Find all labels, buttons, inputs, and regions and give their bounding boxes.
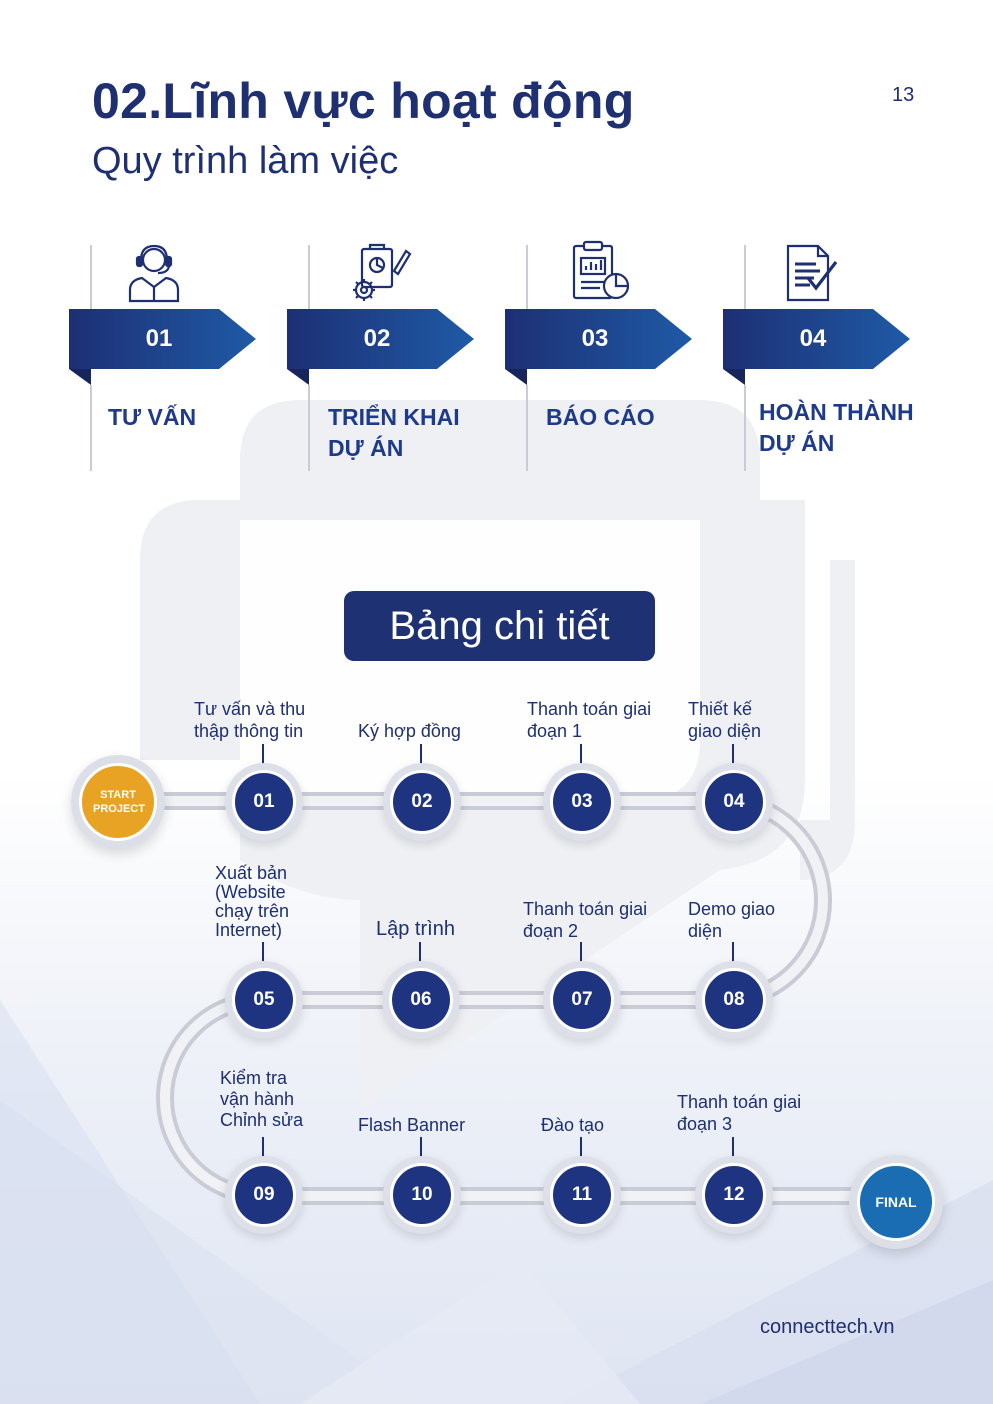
flow-label-06: Lập trình (376, 918, 455, 940)
step-divider-1 (90, 245, 92, 309)
flow-label-11: Đào tạo (541, 1115, 605, 1135)
planning-gear-icon (353, 243, 412, 301)
flow-node-09: 09 (232, 1163, 296, 1227)
stem-08 (732, 942, 734, 968)
ribbon-1 (69, 309, 256, 385)
flow-label-10: Flash Banner (358, 1115, 466, 1135)
stem-04 (732, 744, 734, 770)
flow-label-04: Thiết kế giao diện (688, 699, 762, 741)
stem-02 (420, 744, 422, 770)
flow-label-01: Tư vấn và thu thập thông tin (194, 699, 306, 741)
step-divider-3 (526, 245, 528, 309)
flow-node-12: 12 (702, 1163, 766, 1227)
step-number-3: 03 (581, 325, 609, 352)
flow-node-01: 01 (232, 770, 296, 834)
flow-label-02: Ký hợp đồng (358, 721, 461, 741)
page-subtitle: Quy trình làm việc (92, 140, 399, 182)
report-clipboard-icon (572, 240, 630, 300)
footer-website: connecttech.vn (760, 1316, 895, 1338)
step-number-4: 04 (799, 325, 827, 352)
ribbon-3 (505, 309, 692, 385)
stem-01 (262, 744, 264, 770)
step-divider-1b (90, 385, 92, 471)
page-title: 02.Lĩnh vực hoạt động (92, 73, 635, 129)
start-project-node: START PROJECT (79, 763, 157, 841)
stem-10 (420, 1137, 422, 1163)
step-label-1: TƯ VẤN (108, 404, 197, 430)
step-divider-4b (744, 385, 746, 471)
flow-label-08: Demo giao diện (688, 899, 776, 941)
stem-07 (580, 942, 582, 968)
flow-node-02: 02 (390, 770, 454, 834)
ribbon-2 (287, 309, 474, 385)
step-divider-2 (308, 245, 310, 309)
stem-09 (262, 1137, 264, 1163)
step-divider-4 (744, 245, 746, 309)
flow-node-05: 05 (232, 968, 296, 1032)
stem-11 (580, 1137, 582, 1163)
detail-table-title: Bảng chi tiết (344, 591, 655, 661)
flow-label-05: Xuất bản (Website chạy trên Internet) (215, 863, 290, 940)
step-number-1: 01 (145, 325, 173, 352)
step-number-2: 02 (363, 325, 391, 352)
step-ribbons (69, 309, 910, 385)
stem-03 (580, 744, 582, 770)
ribbon-4 (723, 309, 910, 385)
document-check-icon (786, 244, 838, 302)
page-number: 13 (892, 84, 915, 106)
stem-06 (419, 942, 421, 968)
stem-05 (262, 942, 264, 968)
flow-label-03: Thanh toán giai đoạn 1 (527, 699, 652, 741)
stem-12 (732, 1137, 734, 1163)
consultant-headset-icon (128, 244, 180, 303)
flow-label-07: Thanh toán giai đoạn 2 (523, 899, 648, 941)
flow-node-04: 04 (702, 770, 766, 834)
flow-node-06: 06 (389, 968, 453, 1032)
flow-node-10: 10 (390, 1163, 454, 1227)
flow-node-03: 03 (550, 770, 614, 834)
flow-node-07: 07 (550, 968, 614, 1032)
flow-label-12: Thanh toán giai đoạn 3 (677, 1092, 802, 1134)
step-divider-3b (526, 385, 528, 471)
step-label-4: HOÀN THÀNH DỰ ÁN (759, 399, 914, 456)
flow-node-11: 11 (550, 1163, 614, 1227)
step-label-3: BÁO CÁO (546, 404, 655, 430)
flow-node-08: 08 (702, 968, 766, 1032)
final-node: FINAL (857, 1163, 935, 1241)
flow-label-09: Kiểm tra vận hành Chỉnh sửa (220, 1068, 304, 1130)
step-label-2: TRIỂN KHAI DỰ ÁN (328, 404, 460, 461)
step-divider-2b (308, 385, 310, 471)
